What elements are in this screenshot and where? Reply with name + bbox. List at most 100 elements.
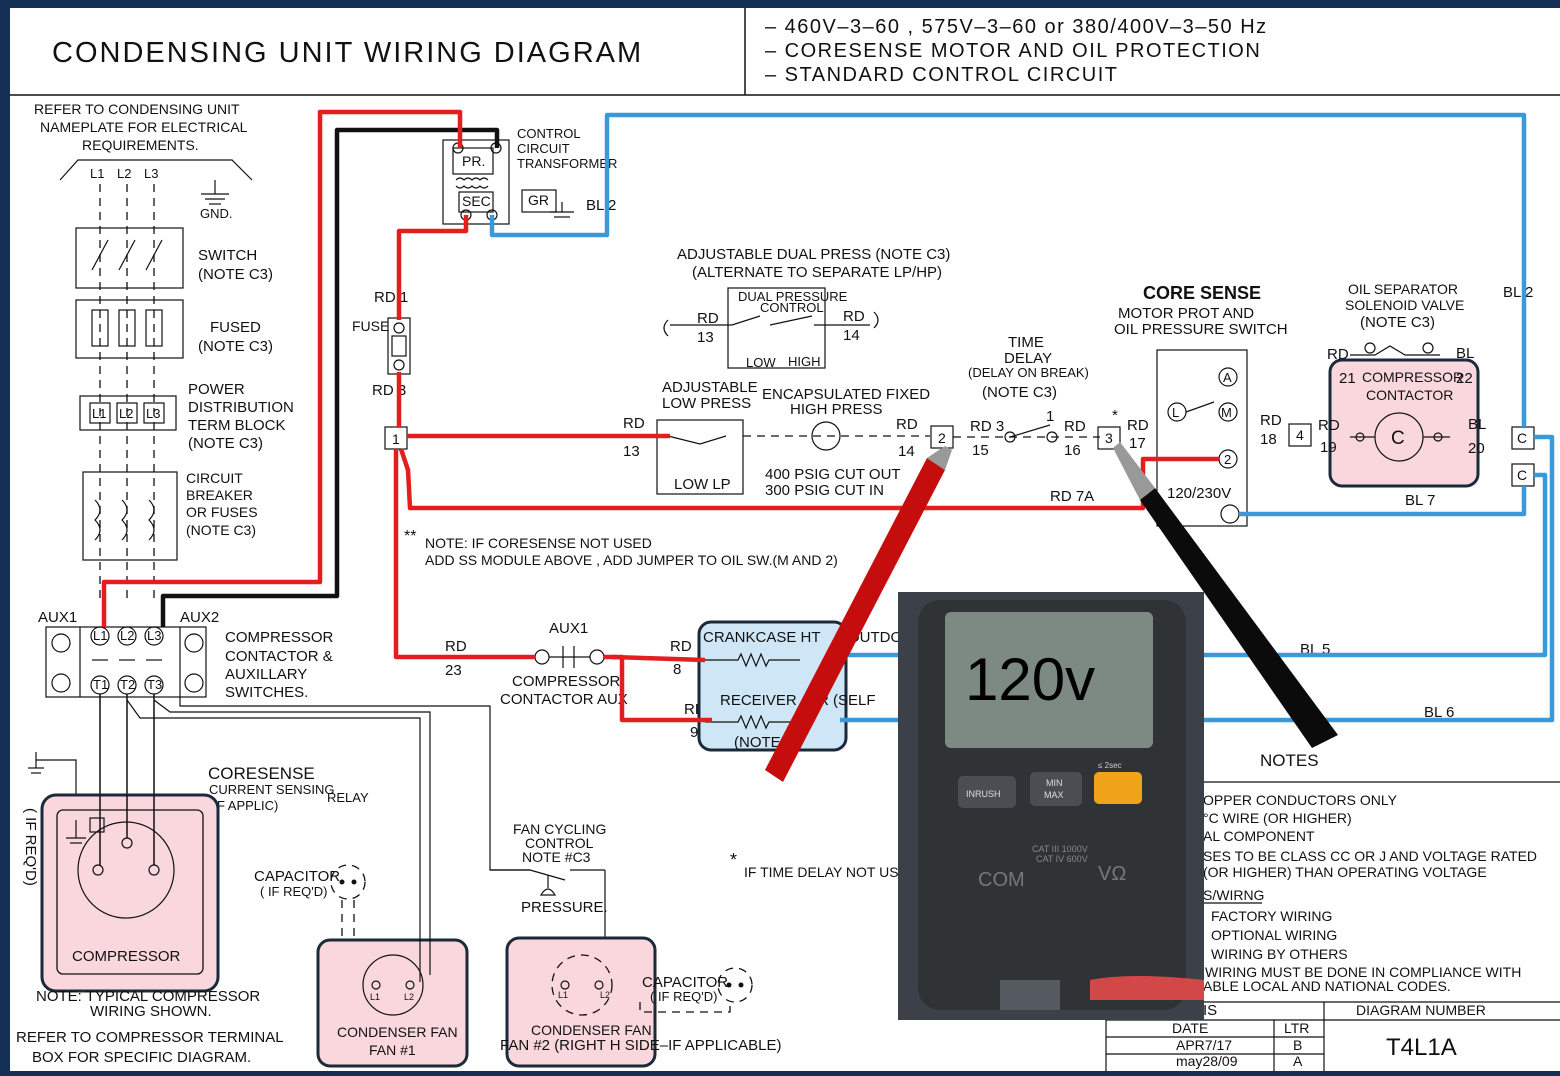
rd17-b: 17 (1129, 435, 1146, 452)
coresense-sub-1: MOTOR PROT AND (1118, 305, 1254, 322)
low-pressure-switch (656, 419, 744, 495)
condenser-fan-1-motor (362, 954, 424, 1016)
rd9-b: 9 (690, 724, 698, 741)
switch-label: SWITCH (198, 247, 257, 264)
dual-low: LOW (746, 355, 776, 370)
power-dist-3: TERM BLOCK (188, 417, 286, 434)
dual-pressure-control (727, 287, 826, 369)
coresense-voltage: 120/230V (1167, 485, 1231, 502)
capacitor1-note: ( IF REQ'D) (260, 884, 327, 899)
coresense-sub-2: OIL PRESSURE SWITCH (1114, 321, 1288, 338)
rd19-b: 19 (1320, 439, 1337, 456)
hp-rd14-a: RD (896, 416, 918, 433)
delay-1: 1 (1046, 408, 1054, 425)
control-transformer (442, 139, 510, 225)
dual-rd14-a: RD (843, 308, 865, 325)
note-line-6: S/WIRNG (1203, 887, 1264, 903)
disconnect-switch (75, 227, 184, 289)
spec-line-1: – 460V–3–60 , 575V–3–60 or 380/400V–3–50… (765, 16, 1268, 38)
hp-title-2: HIGH PRESS (790, 401, 883, 418)
current-sensing-1: CURRENT SENSING (209, 782, 334, 797)
coresense-title: CORE SENSE (1143, 283, 1261, 303)
note-line-1: OPPER CONDUCTORS ONLY (1203, 792, 1398, 808)
cs-2: 2 (1224, 452, 1231, 467)
red-control-wire-sec (396, 215, 469, 320)
meter-display (945, 612, 1153, 748)
cc-l2: L2 (120, 628, 134, 643)
cc-l3: L3 (147, 628, 161, 643)
delay-title-4: (NOTE C3) (982, 384, 1057, 401)
note-line-11: ABLE LOCAL AND NATIONAL CODES. (1203, 978, 1451, 994)
oil-title-2: SOLENOID VALVE (1345, 297, 1464, 313)
rd17-a: RD (1127, 417, 1149, 434)
transformer-primary: PR. (462, 153, 485, 169)
dual-rd13-a: RD (697, 310, 719, 327)
compressor-terminal-box (56, 809, 204, 975)
double-star: ** (404, 528, 416, 545)
refer-note-2: BOX FOR SPECIFIC DIAGRAM. (32, 1049, 251, 1066)
contactor-label-1: COMPRESSOR (225, 629, 334, 646)
fused-note: (NOTE C3) (198, 338, 273, 355)
terminal-3-label: 3 (1105, 430, 1113, 446)
cat-rating-1: CAT III 1000V (1032, 844, 1088, 854)
hp-cut-out: 400 PSIG CUT OUT (765, 466, 901, 483)
time-delay-star-lower: * (730, 850, 737, 870)
delay-16: 16 (1064, 442, 1081, 459)
min-label: MIN (1046, 778, 1063, 788)
fused-disconnect (75, 299, 184, 359)
v-ohm-jack-label: VΩ (1098, 863, 1126, 885)
inrush-label: INRUSH (966, 789, 1001, 799)
terminal-2-label: 2 (938, 430, 946, 446)
terminal-c-lower-label: C (1517, 467, 1527, 483)
cs-m: M (1221, 405, 1232, 420)
bl20-b: 20 (1468, 440, 1485, 457)
pressure-label: PRESSURE. (521, 899, 608, 916)
rev2-date: may28/09 (1176, 1053, 1238, 1069)
dual-rd13-b: 13 (697, 329, 714, 346)
terminal-3 (1097, 426, 1121, 450)
compressor-label: COMPRESSOR (72, 948, 181, 965)
oil-title-3: (NOTE C3) (1360, 314, 1435, 331)
typical-note-1: NOTE: TYPICAL COMPRESSOR (36, 988, 260, 1005)
nameplate-note-3: REQUIREMENTS. (82, 137, 199, 153)
power-dist-2: DISTRIBUTION (188, 399, 294, 416)
dual-rd14-b: 14 (843, 327, 860, 344)
breaker-1: CIRCUIT (186, 470, 243, 486)
ltr-label: LTR (1284, 1020, 1309, 1036)
power-dist-1: POWER (188, 381, 245, 398)
coresense-note-1: NOTE: IF CORESENSE NOT USED (425, 535, 652, 551)
rev1-date: APR7/17 (1176, 1037, 1232, 1053)
receiver-heater-resistor (705, 714, 800, 730)
red-wire-rd23 (393, 449, 535, 660)
note-line-4: SES TO BE CLASS CC OR J AND VOLTAGE RATE… (1203, 848, 1537, 864)
delay-rd3: RD 3 (970, 418, 1004, 435)
label-l1: L1 (90, 166, 104, 181)
spec-line-2: – CORESENSE MOTOR AND OIL PROTECTION (765, 40, 1261, 62)
fancycle-3: NOTE #C3 (522, 849, 591, 865)
self-label: R (SELF (818, 692, 876, 709)
diagram-number: T4L1A (1386, 1034, 1457, 1061)
note-line-9: WIRING BY OTHERS (1211, 946, 1348, 962)
note-line-2: °C WIRE (OR HIGHER) (1203, 810, 1352, 826)
hp-cut-in: 300 PSIG CUT IN (765, 482, 884, 499)
capacitor2-label: CAPACITOR (642, 974, 728, 991)
crankcase-heater-resistor (705, 652, 800, 668)
refer-note-1: REFER TO COMPRESSOR TERMINAL (16, 1029, 284, 1046)
transformer-label-2: CIRCUIT (517, 141, 570, 156)
nameplate-note-2: NAMEPLATE FOR ELECTRICAL (40, 119, 248, 135)
capacitor2 (717, 967, 753, 1003)
condenser-fan-2-motor (551, 954, 613, 1016)
lp-rd13-a: RD (623, 415, 645, 432)
oil-bl: BL (1456, 345, 1474, 362)
coresense-module (1156, 349, 1248, 527)
date-label: DATE (1172, 1020, 1208, 1036)
fan2-l2: L2 (600, 990, 610, 1000)
outdoor-label: OUTDO (848, 629, 902, 646)
bl7-label: BL 7 (1405, 492, 1435, 509)
capacitor2-note: ( IF REQ'D) (650, 989, 717, 1004)
red-wire-rd7a (398, 448, 1219, 511)
rd1-label: RD 1 (374, 289, 408, 306)
cc-22: 22 (1456, 370, 1473, 387)
